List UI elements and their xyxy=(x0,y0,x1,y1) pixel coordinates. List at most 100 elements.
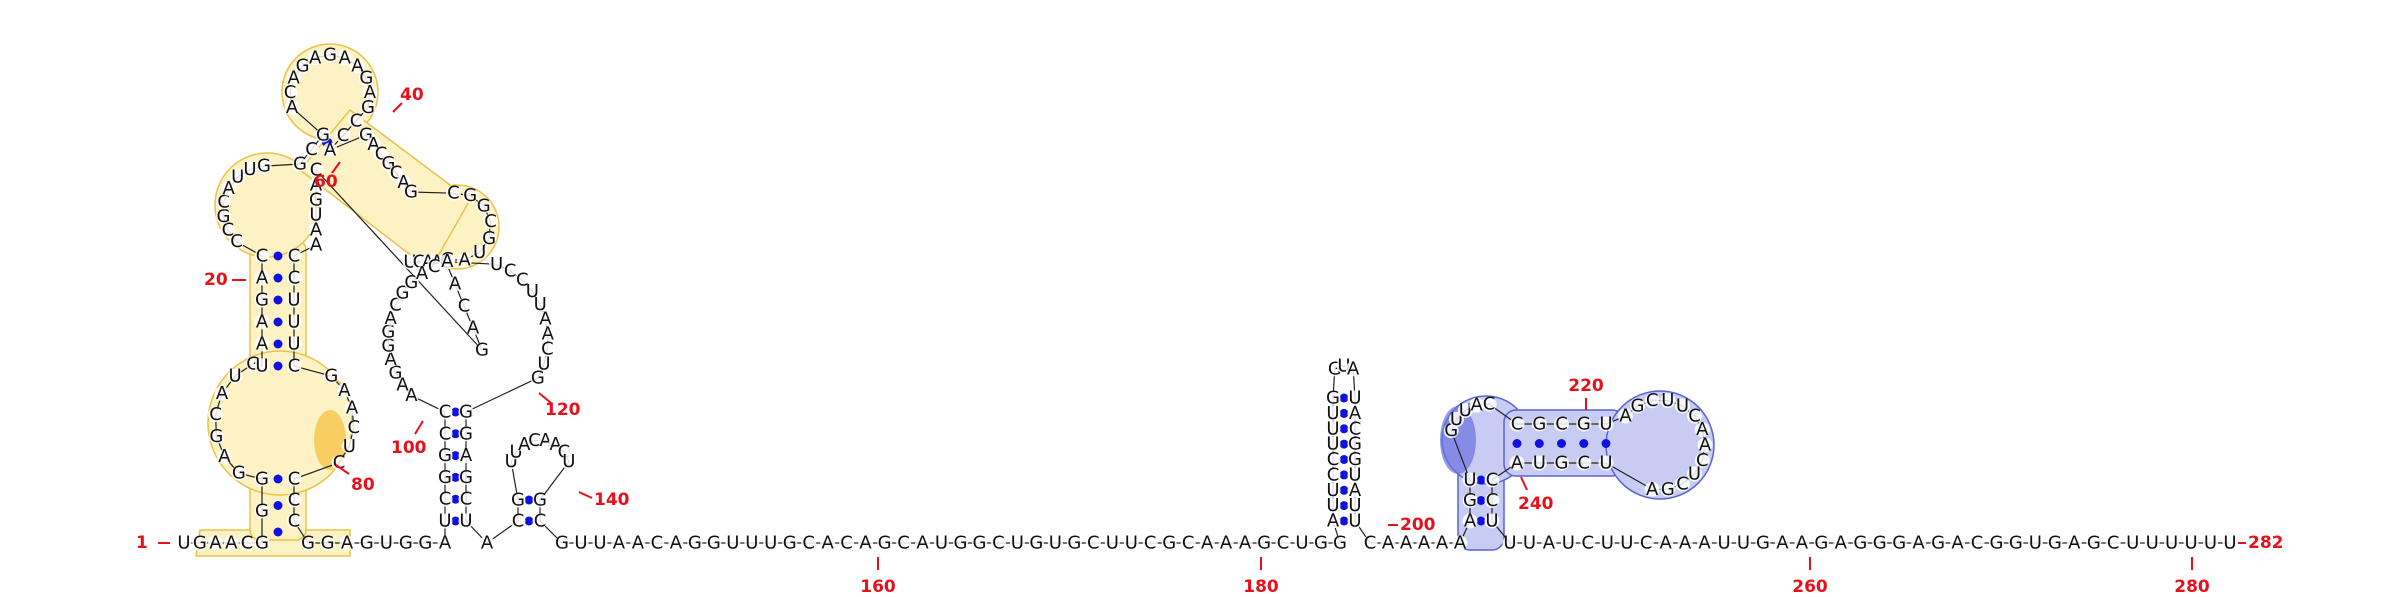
nucleotide-16: U xyxy=(255,356,268,377)
nucleotide-bg-19 xyxy=(254,292,270,308)
nucleotide-84: A xyxy=(338,380,351,401)
nucleotide-bg-274 xyxy=(1950,535,1966,551)
position-label-200: 200 xyxy=(1400,515,1436,535)
nucleotide-169: G xyxy=(954,533,968,554)
nucleotide-bg-257 xyxy=(1619,535,1635,551)
nucleotide-bg-75 xyxy=(308,222,324,238)
nucleotide-bg-182 xyxy=(1199,535,1215,551)
nucleotide-217: A xyxy=(1464,511,1477,532)
nucleotide-bg-124 xyxy=(537,311,553,327)
nucleotide-bg-231 xyxy=(1630,398,1645,414)
nucleotide-198: G xyxy=(1326,388,1340,409)
nucleotide-bg-215 xyxy=(1434,535,1450,551)
nucleotide-bg-195 xyxy=(1325,436,1341,452)
nucleotide-108: G xyxy=(389,362,403,383)
nucleotide-256: U xyxy=(1601,533,1614,554)
nucleotide-45: C xyxy=(337,125,350,146)
nucleotide-154: A xyxy=(670,533,683,554)
nucleotide-62: U xyxy=(403,252,416,273)
nucleotide-bg-80 xyxy=(286,314,302,330)
nucleotide-107: A xyxy=(396,374,409,395)
nucleotide-bg-93 xyxy=(320,535,336,551)
nucleotide-171: C xyxy=(992,533,1005,554)
nucleotide-13: A xyxy=(216,383,229,404)
nucleotide-222: U xyxy=(1459,400,1472,421)
nucleotide-281: G xyxy=(2087,533,2101,554)
nucleotide-69: A xyxy=(467,318,480,339)
nucleotide-194: C xyxy=(1327,449,1340,470)
nucleotide-250: U xyxy=(1485,511,1498,532)
nucleotide-bg-218 xyxy=(1462,493,1478,508)
nucleotide-3: A xyxy=(209,533,222,554)
nucleotide-12: C xyxy=(209,404,222,425)
nucleotide-bg-165 xyxy=(877,535,893,551)
nucleotide-bg-162 xyxy=(820,535,836,551)
nucleotide-55: G xyxy=(463,185,477,206)
base-pair-25 xyxy=(1339,455,1349,464)
nucleotide-136: C xyxy=(512,511,525,532)
nucleotide-121: C xyxy=(516,270,529,291)
base-pair-35 xyxy=(1557,439,1566,448)
tick-60 xyxy=(331,161,341,174)
nucleotide-bg-235 xyxy=(1687,408,1702,424)
nucleotide-bg-112 xyxy=(383,310,399,326)
nucleotide-240: C xyxy=(1676,474,1689,495)
nucleotide-bg-6 xyxy=(254,535,270,551)
base-pair-36 xyxy=(1579,439,1589,448)
nucleotide-bg-14 xyxy=(227,368,243,384)
nucleotide-bg-152 xyxy=(630,535,646,551)
nucleotide-39: A xyxy=(339,47,352,68)
nucleotide-bg-68 xyxy=(456,298,472,314)
nucleotide-28: U xyxy=(243,159,256,180)
nucleotide-bg-248 xyxy=(1484,472,1500,488)
nucleotide-bg-245 xyxy=(1554,455,1569,471)
nucleotide-bg-287 xyxy=(2203,535,2218,551)
base-pair-34 xyxy=(1534,439,1544,448)
nucleotide-bg-78 xyxy=(286,270,302,286)
nucleotide-31: C xyxy=(305,139,318,160)
nucleotide-bg-27 xyxy=(230,169,246,185)
nucleotide-232: C xyxy=(1646,390,1659,411)
nucleotide-bg-260 xyxy=(1677,535,1693,551)
nucleotide-bg-216 xyxy=(1452,535,1468,551)
nucleotide-113: C xyxy=(389,295,402,316)
nucleotide-bg-38 xyxy=(322,47,338,63)
nucleotide-215: A xyxy=(1436,533,1449,554)
nucleotide-bg-204 xyxy=(1347,421,1363,437)
nucleotide-58: G xyxy=(482,228,496,249)
nucleotide-bg-232 xyxy=(1644,393,1660,409)
nucleotide-5: C xyxy=(241,533,254,554)
nucleotide-bg-167 xyxy=(915,535,930,551)
nucleotide-bg-203 xyxy=(1347,405,1363,421)
nucleotide-bg-281 xyxy=(2086,535,2102,551)
nucleotide-bg-135 xyxy=(479,535,495,551)
nucleotide-229: U xyxy=(1599,414,1612,435)
nucleotide-bg-3 xyxy=(208,535,223,551)
nucleotide-bg-26 xyxy=(221,180,237,196)
nucleotide-bg-183 xyxy=(1218,535,1234,551)
nucleotide-bg-271 xyxy=(1891,535,1907,551)
nucleotide-86: C xyxy=(348,417,361,438)
nucleotide-bg-116 xyxy=(414,266,430,281)
nucleotide-bg-33 xyxy=(284,100,300,116)
nucleotide-bg-190 xyxy=(1325,513,1341,529)
nucleotide-bg-37 xyxy=(307,50,323,66)
nucleotide-68: C xyxy=(458,296,471,317)
nucleotide-bg-272 xyxy=(1911,535,1927,551)
nucleotide-6: G xyxy=(255,533,269,554)
nucleotide-bg-179 xyxy=(1142,535,1158,551)
nucleotide-135: A xyxy=(481,533,494,554)
nucleotide-bg-210 xyxy=(1347,513,1363,529)
nucleotide-bg-191 xyxy=(1325,498,1341,514)
nucleotide-bg-172 xyxy=(1009,535,1025,551)
nucleotide-bg-174 xyxy=(1047,535,1063,551)
nucleotide-175: G xyxy=(1067,533,1081,554)
nucleotide-bg-269 xyxy=(1852,535,1868,551)
nucleotide-155: G xyxy=(688,533,702,554)
nucleotide-273: G xyxy=(1931,533,1945,554)
nucleotide-bg-150 xyxy=(592,535,608,551)
base-pair-1 xyxy=(273,527,283,537)
tick-140 xyxy=(578,491,593,499)
nucleotide-bg-225 xyxy=(1509,416,1525,432)
nucleotide-bg-256 xyxy=(1599,535,1615,551)
